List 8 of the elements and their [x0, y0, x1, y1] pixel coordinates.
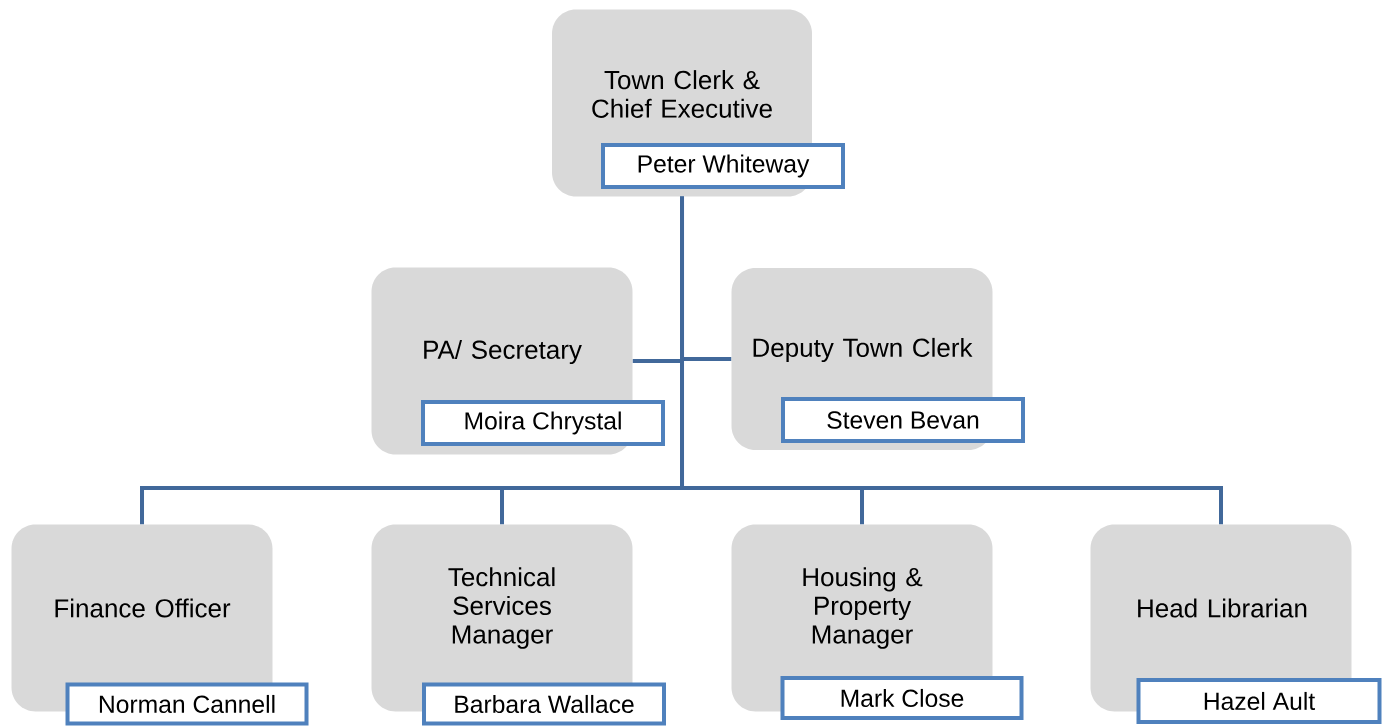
name-box: Peter Whiteway — [601, 143, 845, 189]
name-box: Steven Bevan — [781, 397, 1025, 443]
name-box: Norman Cannell — [65, 682, 309, 726]
name-box: Moira Chrystal — [421, 400, 665, 446]
name-box: Mark Close — [780, 676, 1024, 720]
name-box: Barbara Wallace — [422, 682, 666, 726]
name-box: Hazel Ault — [1136, 678, 1382, 724]
connector-line — [680, 196, 1223, 525]
